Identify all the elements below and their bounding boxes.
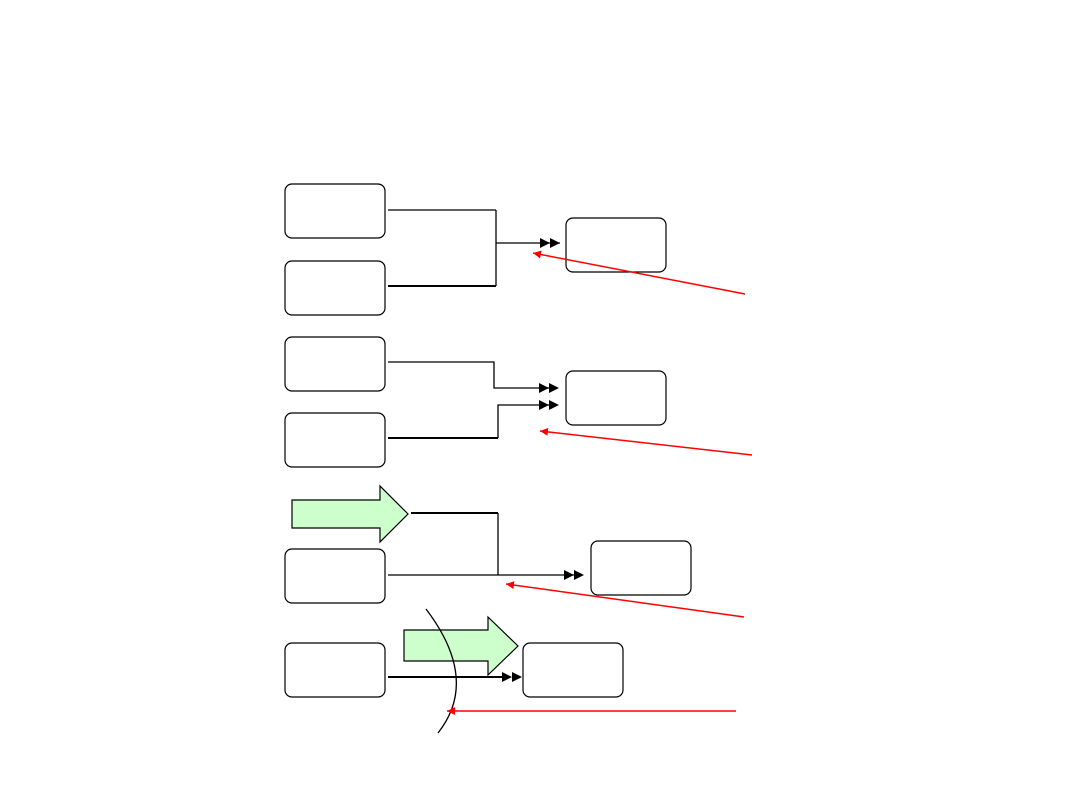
connector-g2-top <box>388 361 553 389</box>
box-g2-output <box>565 370 667 426</box>
double-arrowhead-g2-top <box>539 383 559 393</box>
red-pointer-g3 <box>505 581 745 618</box>
double-arrowhead-g1 <box>540 238 560 248</box>
red-pointer-g2 <box>539 427 753 456</box>
boundary-arc <box>425 608 457 734</box>
box-g1-input-top <box>284 183 386 239</box>
box-g4-output <box>522 642 624 698</box>
connector-g2-bottom-up <box>497 404 553 438</box>
group-2 <box>284 336 753 468</box>
double-arrowhead-g2-bottom <box>539 400 559 410</box>
box-g1-output <box>565 217 667 273</box>
green-block-arrow-g3 <box>291 484 409 544</box>
box-g2-input-top <box>284 336 386 392</box>
double-arrowhead-g3 <box>564 570 584 580</box>
box-g3-output <box>590 540 692 596</box>
box-g4-input <box>284 642 386 698</box>
double-arrowhead-g4 <box>502 672 522 682</box>
group-3 <box>284 484 745 618</box>
red-pointer-g1 <box>532 250 746 295</box>
box-g1-input-bottom <box>284 260 386 316</box>
green-block-arrow-g4 <box>403 615 519 677</box>
box-g3-input <box>284 548 386 604</box>
group-1 <box>284 183 746 316</box>
box-g2-input-bottom <box>284 412 386 468</box>
group-4 <box>284 608 736 734</box>
